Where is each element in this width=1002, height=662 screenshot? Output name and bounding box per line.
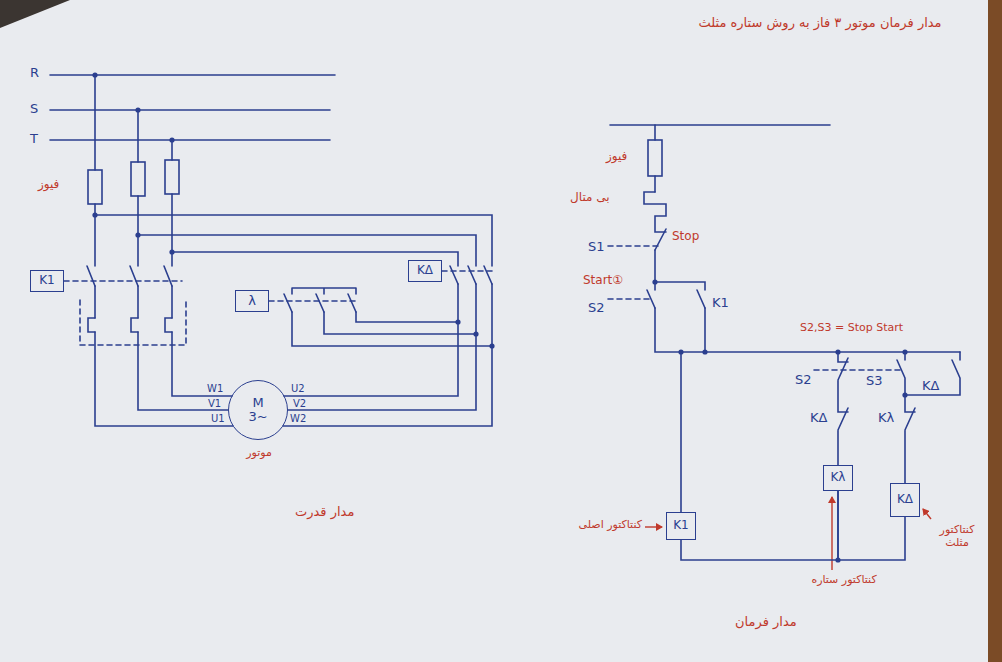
note: S2,S3 = Stop Start (800, 322, 903, 335)
node-text: KΔ (897, 493, 913, 506)
coil-label: کنتاکتور ستاره (789, 574, 899, 587)
terminal-name: U1 (211, 413, 225, 425)
coil-label: کنتاکتور اصلی (532, 519, 642, 532)
leader-arrows (645, 497, 931, 570)
contact-name: KΔ (922, 379, 939, 394)
switch-name: S2 (588, 301, 605, 316)
motor-circle: M 3~موتور (228, 380, 288, 440)
control-circuit-wires (608, 125, 960, 512)
coil-box: KΔکنتاکتور مثلث (890, 483, 920, 517)
contact-name: KΔ (810, 411, 827, 426)
section-caption: مدار فرمان (735, 615, 797, 630)
node-text: λ (248, 294, 256, 308)
terminal-name: V2 (293, 398, 306, 410)
photo-corner (0, 0, 70, 28)
phase-name: S (30, 102, 38, 117)
section-caption: مدار قدرت (295, 505, 354, 520)
node-text: Kλ (831, 471, 846, 484)
coil-box: Kλکنتاکتور ستاره (823, 465, 853, 491)
wire-connector (681, 491, 838, 560)
terminal-name: W1 (207, 383, 223, 395)
terminal-name: W2 (290, 413, 306, 425)
coil-box: K1کنتاکتور اصلی (666, 512, 696, 540)
motor-label: موتور (233, 447, 285, 460)
node-text: KΔ (417, 264, 433, 277)
junction-dots (92, 72, 907, 562)
overload-label: بی متال (570, 191, 610, 205)
terminal-name: U2 (291, 383, 305, 395)
terminal-name: V1 (208, 398, 221, 410)
phase-name: R (30, 66, 39, 81)
node-text: M 3~ (246, 396, 270, 425)
switch-name: S2 (795, 373, 812, 388)
coil-label: کنتاکتور مثلث (927, 524, 987, 549)
switch-name: S3 (866, 374, 883, 389)
contactor-box: λ (235, 290, 269, 312)
contact-name: K1 (712, 296, 729, 311)
button-label: Start① (583, 274, 623, 288)
table-edge (988, 0, 1002, 662)
node-text: K1 (39, 274, 55, 287)
contactor-box: K1 (30, 270, 64, 292)
fuse-label: فیوز (606, 150, 627, 164)
wire-connector (838, 491, 905, 560)
contact-name: Kλ (878, 411, 894, 426)
node-text: K1 (673, 519, 689, 532)
fuse-label: فیوز (38, 178, 59, 192)
switch-name: S1 (588, 240, 605, 255)
button-label: Stop (672, 230, 699, 244)
diagram-title: مدار فرمان موتور ۳ فاز به روش ستاره مثلث (660, 16, 980, 31)
contactor-box: KΔ (408, 260, 442, 282)
phase-name: T (30, 132, 38, 147)
power-circuit-wires (50, 75, 494, 426)
